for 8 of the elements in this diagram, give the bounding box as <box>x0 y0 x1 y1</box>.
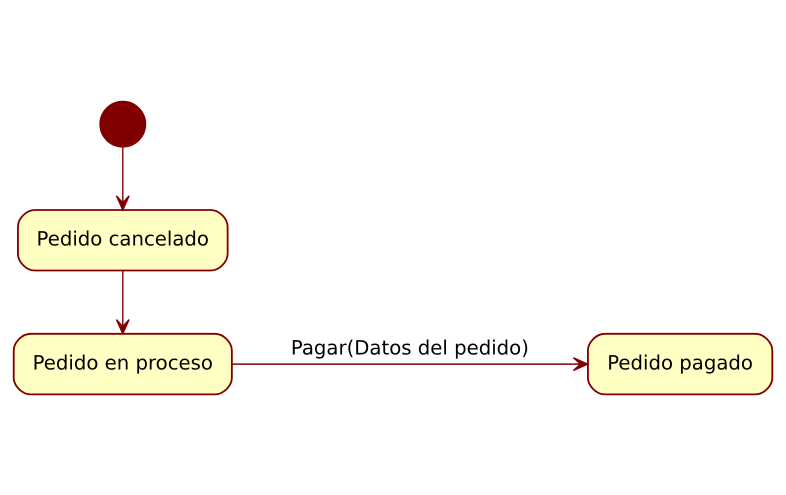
node-box: Pedido pagado <box>587 332 774 395</box>
edge-label: Pagar(Datos del pedido) <box>290 336 529 360</box>
arrow <box>116 146 130 210</box>
node-circle <box>99 100 146 148</box>
arrow <box>232 356 588 371</box>
node-box: Pedido cancelado <box>17 208 229 271</box>
arrow <box>116 270 130 334</box>
node-box: Pedido en proceso <box>12 332 233 395</box>
